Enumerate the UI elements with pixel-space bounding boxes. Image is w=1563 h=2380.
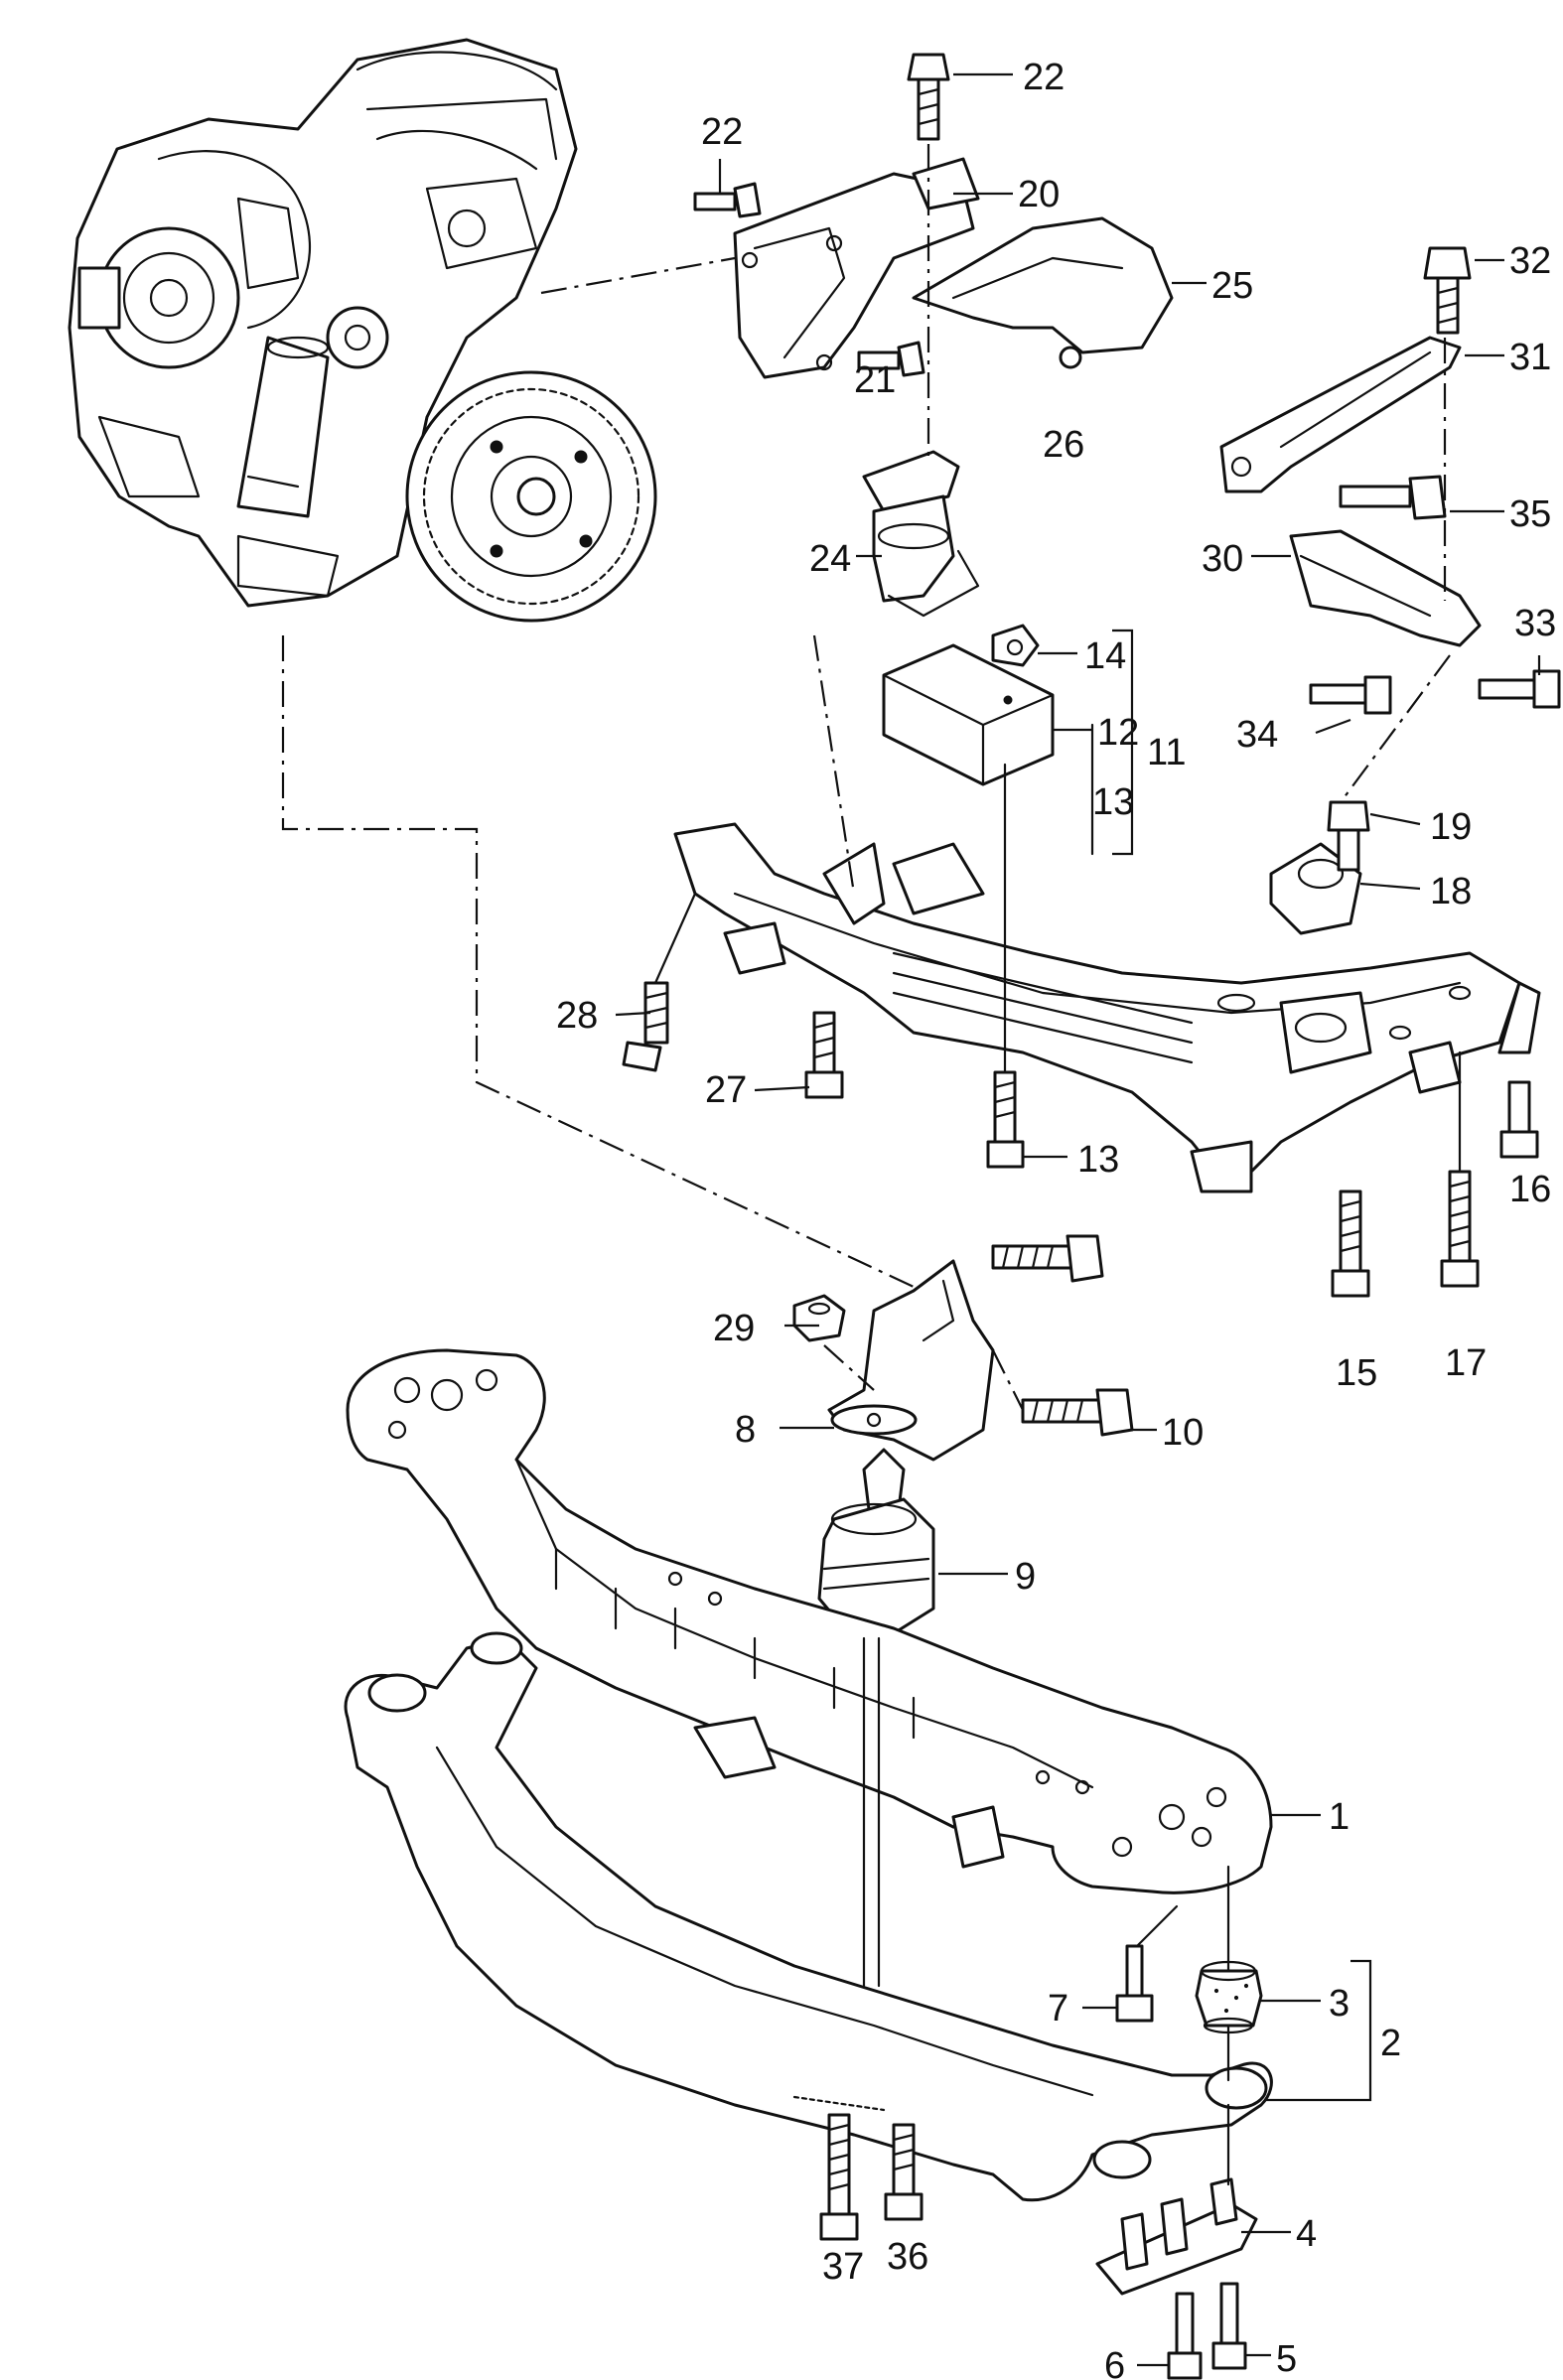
leader-engine-to-bracket	[540, 256, 736, 295]
nut-29	[792, 1294, 846, 1342]
label-34: 34	[1236, 714, 1278, 756]
label-15: 15	[1336, 1352, 1377, 1394]
label-37: 37	[822, 2246, 864, 2288]
bolt-27	[804, 1011, 844, 1099]
bolt-32	[1423, 246, 1472, 335]
bolt-34	[1309, 675, 1392, 715]
label-5: 5	[1276, 2338, 1297, 2380]
bolt-large-upper	[991, 1234, 1104, 1283]
engine-bracket-20	[733, 157, 980, 379]
label-24: 24	[809, 538, 851, 580]
nut-14	[991, 624, 1040, 667]
label-28: 28	[556, 995, 598, 1037]
label-22-left: 22	[701, 111, 743, 153]
label-4: 4	[1296, 2213, 1317, 2255]
engine-mount-24	[862, 450, 980, 618]
label-17: 17	[1445, 1342, 1487, 1384]
leader-28-bolt	[653, 892, 697, 985]
bolt-15	[1331, 1190, 1370, 1298]
leader-10-8	[992, 1349, 1024, 1411]
label-13-upper: 13	[1092, 781, 1134, 823]
washer-26	[1059, 346, 1082, 369]
oil-filter	[236, 336, 330, 518]
bolt-17	[1440, 1170, 1480, 1288]
bolt-16	[1499, 1080, 1539, 1159]
bolt-7	[1115, 1944, 1154, 2023]
label-31: 31	[1509, 337, 1551, 378]
bolt-13-lower	[986, 1070, 1025, 1169]
label-22-top: 22	[1023, 57, 1065, 98]
callout-leaders	[615, 72, 1541, 2367]
bolt-37	[819, 2113, 859, 2241]
label-3: 3	[1329, 1983, 1350, 2025]
leader-24-subframe	[812, 634, 856, 895]
label-6: 6	[1104, 2345, 1125, 2380]
label-25: 25	[1211, 265, 1253, 307]
label-9: 9	[1015, 1556, 1036, 1598]
label-10: 10	[1162, 1412, 1204, 1454]
label-18: 18	[1430, 871, 1472, 912]
bracket-31	[1219, 336, 1462, 493]
bolt-35	[1339, 475, 1447, 520]
mount-bracket-8	[827, 1259, 995, 1462]
label-20: 20	[1018, 174, 1060, 215]
label-33: 33	[1514, 603, 1556, 644]
bolt-36	[884, 2123, 924, 2221]
engine-assembly	[68, 38, 657, 623]
bolt-5	[1211, 2282, 1247, 2370]
label-29: 29	[713, 1308, 755, 1349]
bolt-22-vertical	[907, 53, 950, 141]
leader-engine-to-mount	[281, 635, 944, 1302]
bolt-10	[1021, 1388, 1134, 1437]
label-13-lower: 13	[1077, 1139, 1119, 1181]
leader-29-8	[823, 1344, 875, 1391]
leader-7-bolt	[1135, 1904, 1179, 1948]
flywheel	[405, 370, 657, 623]
label-14: 14	[1084, 635, 1126, 677]
alternator	[77, 226, 240, 369]
subframe-13	[673, 822, 1541, 1193]
crossmember-1	[346, 1348, 1273, 1894]
leader-30-19	[1340, 654, 1451, 803]
label-1: 1	[1329, 1796, 1350, 1838]
label-32: 32	[1509, 240, 1551, 282]
label-7: 7	[1048, 1988, 1068, 2030]
leader-9-axis	[862, 1636, 881, 1988]
label-19: 19	[1430, 806, 1472, 848]
bolt-33	[1478, 669, 1561, 709]
bracket-4	[1095, 2177, 1258, 2296]
label-21: 21	[854, 359, 896, 401]
subframe-2	[344, 1631, 1273, 2202]
bolt-6	[1167, 2292, 1203, 2380]
buffer-3	[1195, 1960, 1263, 2034]
bolt-22-horizontal	[693, 182, 762, 218]
label-27: 27	[705, 1069, 747, 1111]
bracket-30	[1289, 529, 1482, 647]
callout-labels: 22 22 20 25 21 26 32 31 35 30 24 33 14 1…	[556, 57, 1556, 2380]
label-30: 30	[1202, 538, 1243, 580]
label-11: 11	[1147, 732, 1186, 773]
buffer-12	[882, 643, 1055, 786]
label-12: 12	[1097, 712, 1139, 754]
bolt-19	[1327, 800, 1370, 872]
bolt-28	[622, 981, 669, 1072]
label-36: 36	[887, 2236, 928, 2278]
label-35: 35	[1509, 493, 1551, 535]
mount-9	[817, 1448, 935, 1635]
bolt-21	[857, 341, 925, 377]
label-16: 16	[1509, 1169, 1551, 1210]
label-8: 8	[735, 1409, 756, 1451]
label-26: 26	[1043, 424, 1084, 466]
label-2: 2	[1380, 2023, 1401, 2064]
heat-shield-25	[912, 216, 1174, 354]
